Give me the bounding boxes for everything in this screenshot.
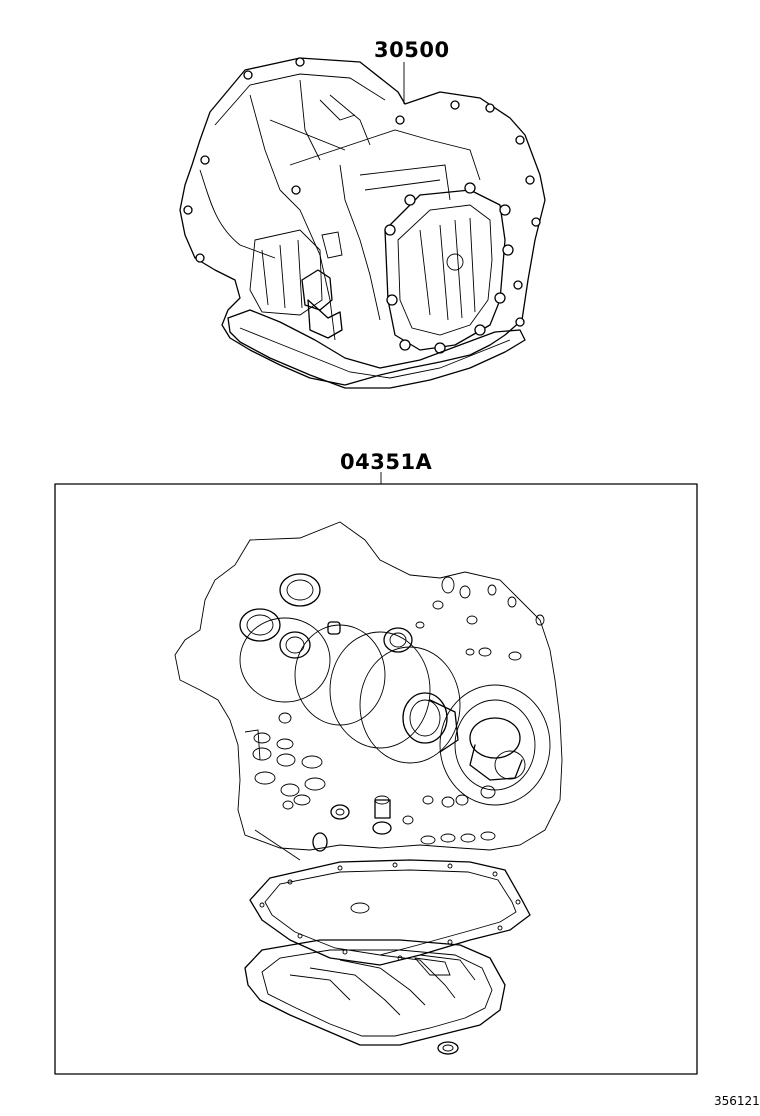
oil-pan-gasket-icon[interactable] [249, 859, 531, 966]
gasket-kit-frame [54, 472, 698, 1075]
reference-number: 356121 [714, 1094, 760, 1108]
transmission-assembly-icon[interactable] [179, 57, 546, 389]
overhaul-gasket-kit-icon[interactable] [174, 521, 563, 861]
top-part-number: 30500 [374, 38, 450, 62]
kit-part-number: 04351A [340, 450, 433, 474]
oil-pan-icon[interactable] [244, 939, 506, 1055]
